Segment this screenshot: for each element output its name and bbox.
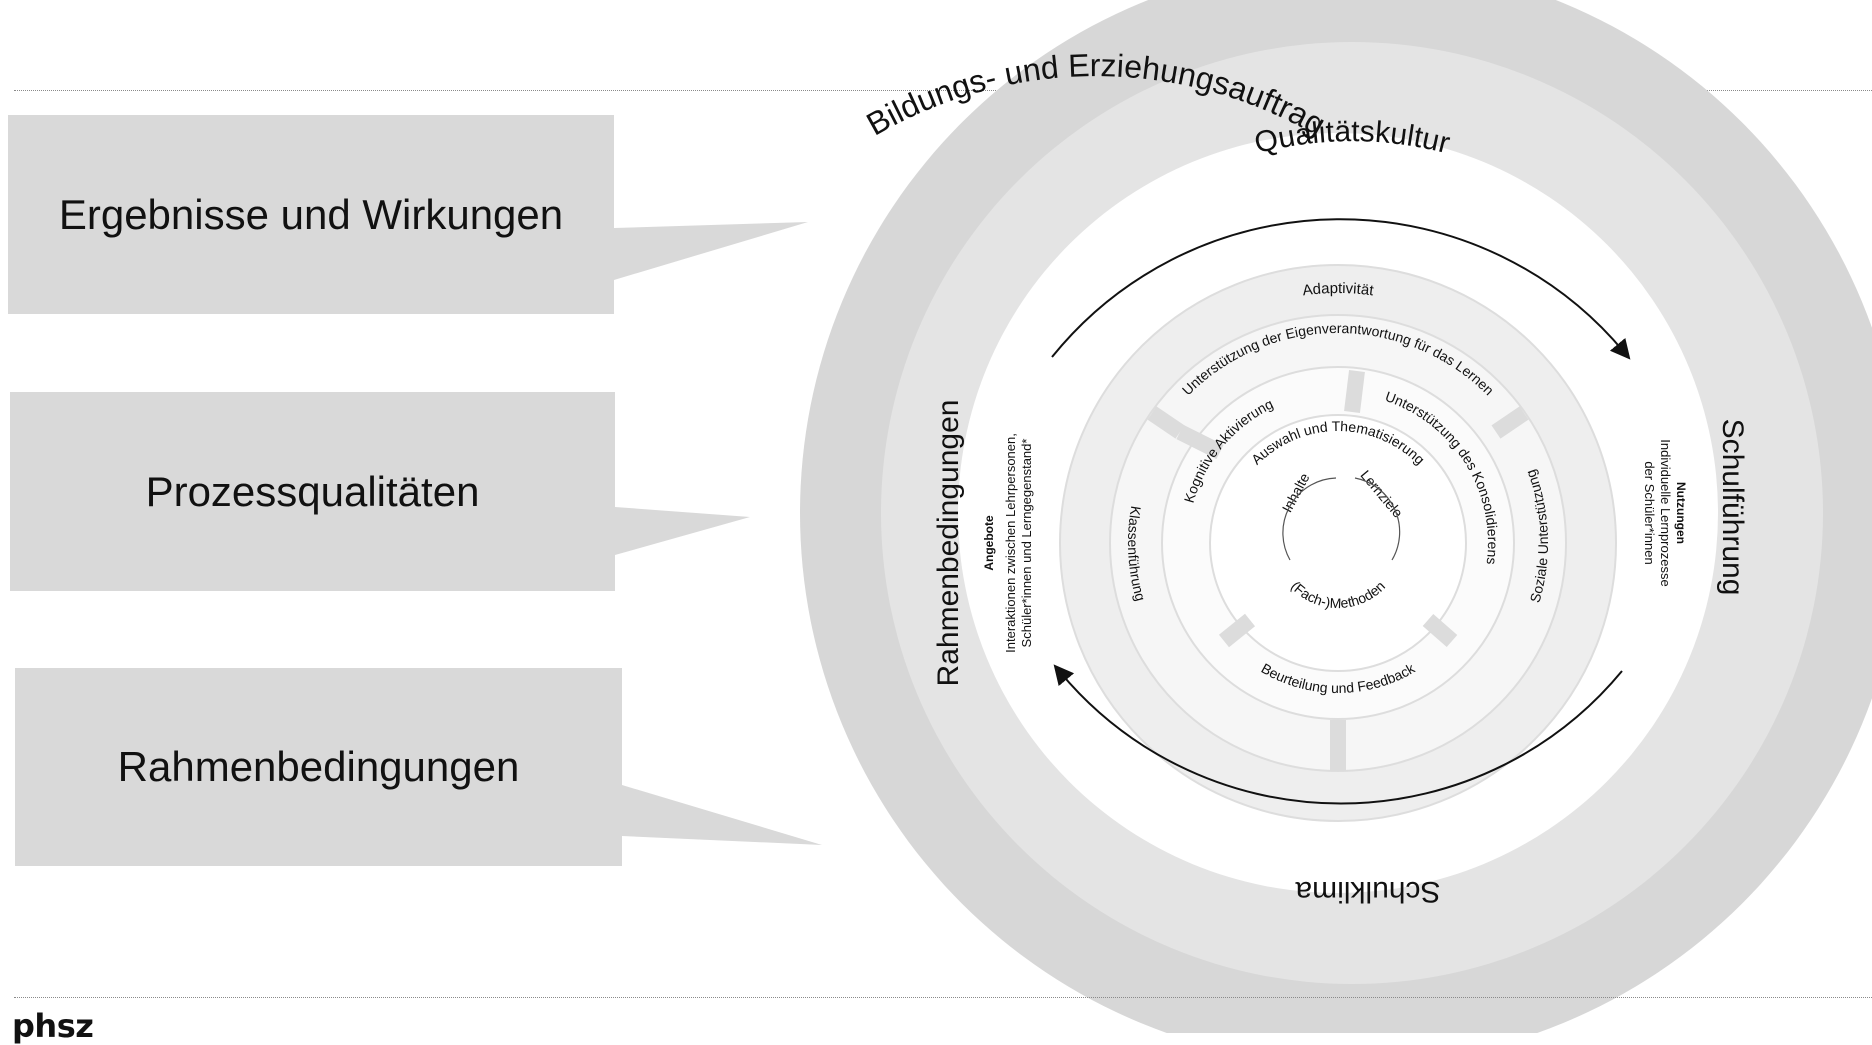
angebote-title: Angebote bbox=[982, 515, 996, 571]
phsz-logo: phsz bbox=[12, 1007, 94, 1045]
callout-ergebnisse-shape bbox=[8, 115, 808, 314]
callout-rahmen-shape bbox=[15, 668, 822, 866]
angebote-line2: Schüler*innen und Lerngegenstand* bbox=[1019, 439, 1034, 648]
sector-dividers bbox=[1147, 370, 1529, 771]
auswahl-ring bbox=[1209, 414, 1467, 672]
bottom-divider bbox=[14, 997, 1872, 998]
label-schulfuehrung: Schulführung bbox=[1716, 419, 1749, 596]
callout-ergebnisse-label: Ergebnisse und Wirkungen bbox=[58, 190, 564, 238]
nutzungen-title: Nutzungen bbox=[1674, 482, 1688, 544]
label-rahmenbedingungen-ring: Rahmenbedingungen bbox=[932, 400, 965, 687]
callout-shapes bbox=[8, 115, 822, 866]
nutzungen-line2: der Schüler*innen bbox=[1642, 461, 1657, 564]
arrow-bottom bbox=[1053, 664, 1623, 805]
inner-core-arc bbox=[1282, 477, 1337, 561]
label-schulklima: Schulklima bbox=[1295, 875, 1440, 908]
callout-rahmen-label: Rahmenbedingungen bbox=[117, 743, 520, 790]
arrow-top bbox=[1051, 218, 1631, 360]
inner-core-arc-right bbox=[1354, 477, 1401, 561]
angebote-line1: Interaktionen zwischen Lehrpersonen, bbox=[1003, 433, 1018, 653]
nutzungen-block: Nutzungen Individuelle Lernprozesse der … bbox=[1642, 439, 1688, 586]
callout-prozess-label: Prozessqualitäten bbox=[145, 467, 480, 515]
nutzungen-line1: Individuelle Lernprozesse bbox=[1658, 439, 1673, 586]
callout-prozess-shape bbox=[10, 392, 750, 591]
top-divider bbox=[14, 90, 1872, 91]
angebote-block: Angebote Interaktionen zwischen Lehrpers… bbox=[982, 433, 1034, 653]
